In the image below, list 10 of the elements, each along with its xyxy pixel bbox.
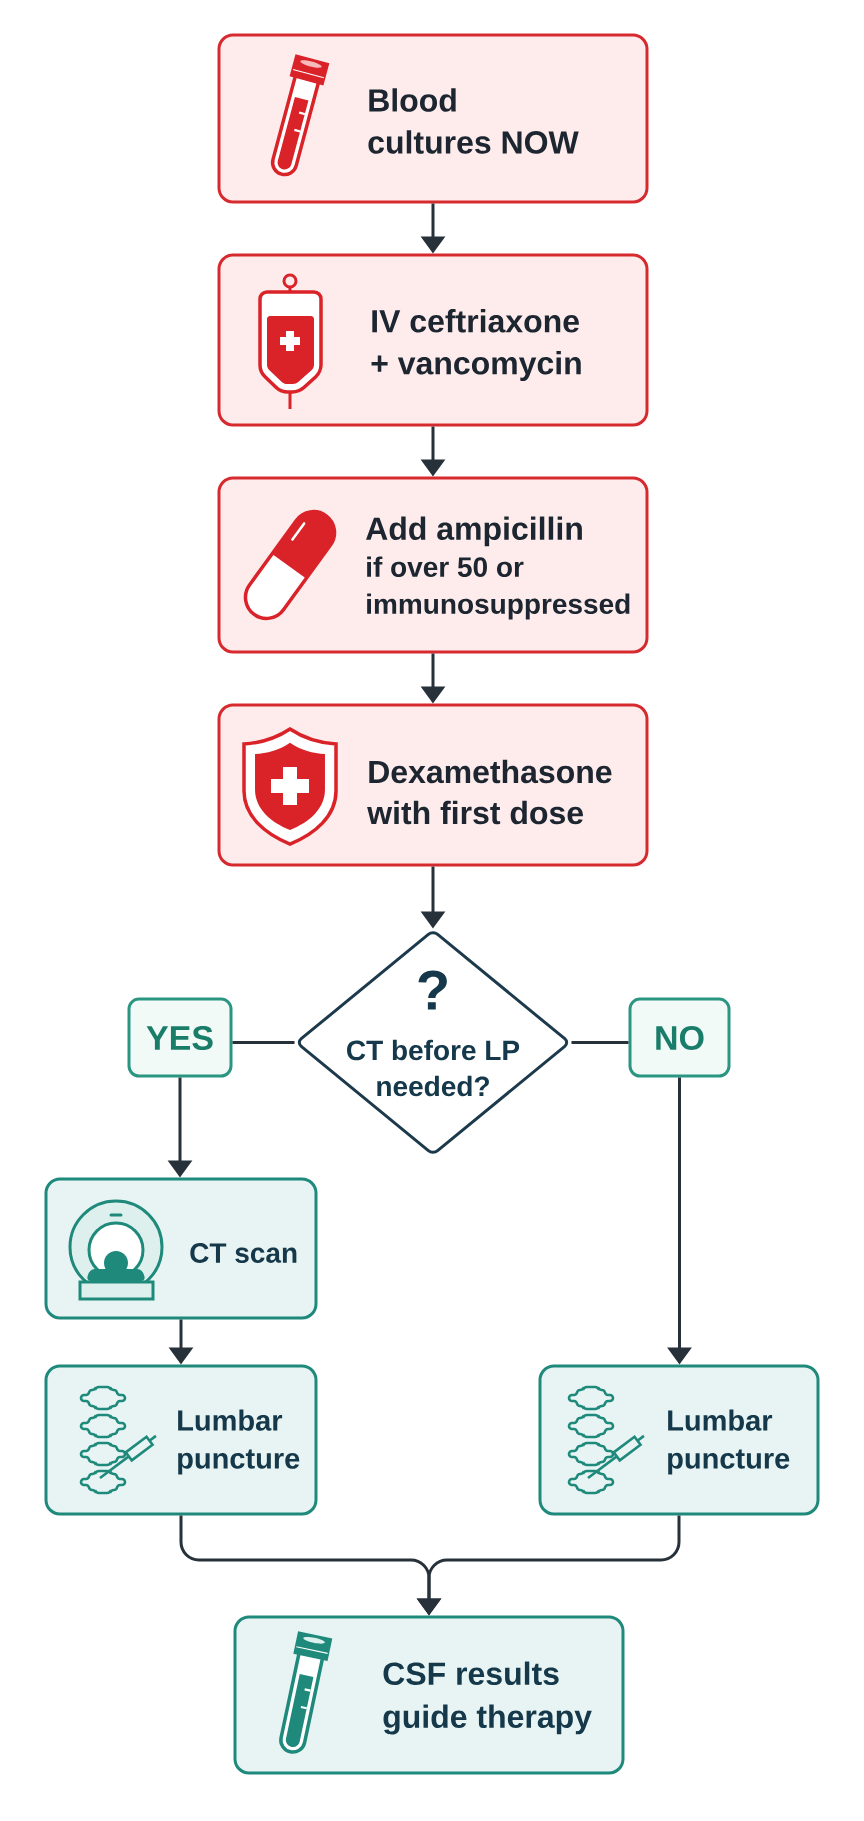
process-box: Lumbar puncture xyxy=(44,1364,318,1516)
process-box: IV ceftriaxone + vancomycin xyxy=(217,253,649,427)
outcome-tag: NO xyxy=(628,997,731,1078)
process-box: Blood cultures NOW xyxy=(217,33,649,204)
process-box: Add ampicillin if over 50 or immunosuppressed xyxy=(217,476,649,654)
outcome-tag: YES xyxy=(127,997,233,1078)
connector-line xyxy=(232,1041,295,1044)
process-box: Lumbar puncture xyxy=(538,1364,820,1516)
process-box: CSF results guide therapy xyxy=(233,1615,625,1775)
connector-line xyxy=(571,1041,629,1044)
